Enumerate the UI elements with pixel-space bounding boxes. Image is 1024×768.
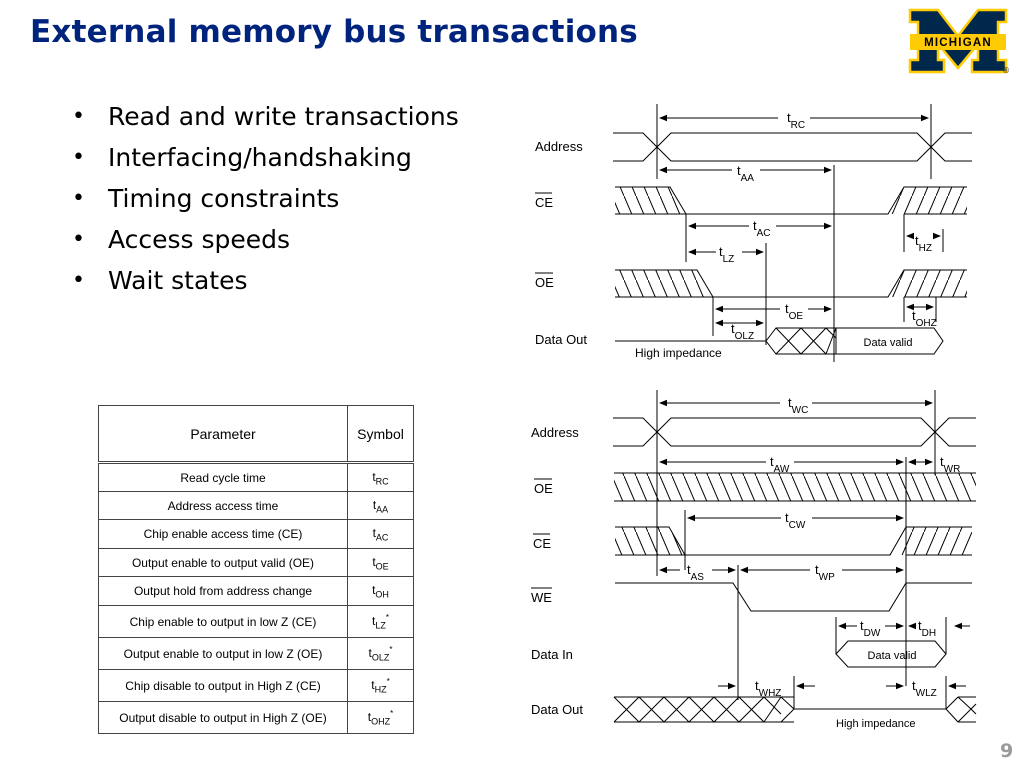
table-row: Address access time tAA: [98, 491, 414, 520]
symbol-cell: tRC: [347, 462, 414, 492]
symbol-cell: tLZ*: [347, 605, 414, 638]
symbol-cell: tOLZ*: [347, 637, 414, 670]
param-cell: Output disable to output in High Z (OE): [98, 701, 348, 734]
svg-text:tOLZ: tOLZ: [731, 321, 754, 342]
timing-tcw: t: [785, 510, 789, 525]
timing-tdh: t: [918, 618, 922, 633]
timing-taa: t: [737, 163, 741, 178]
data-out-waveform: [614, 696, 959, 723]
address-waveform: [613, 417, 976, 447]
signal-label-ce: CE: [533, 536, 551, 551]
timing-parameter-table: Parameter Symbol Read cycle time tRC Add…: [98, 405, 414, 734]
timing-toe: t: [785, 301, 789, 316]
symbol-cell: tAC: [347, 519, 414, 549]
svg-text:tOHZ: tOHZ: [912, 308, 937, 329]
signal-label-oe: OE: [534, 481, 553, 496]
table-row: Output enable to output in low Z (OE) tO…: [98, 637, 414, 670]
table-row: Chip enable to output in low Z (CE) tLZ*: [98, 605, 414, 638]
param-cell: Address access time: [98, 491, 348, 520]
svg-text:tWLZ: tWLZ: [912, 678, 937, 699]
symbol-cell: tOHZ*: [347, 701, 414, 734]
symbol-cell: tAA: [347, 491, 414, 520]
logo-text: MICHIGAN: [924, 37, 992, 49]
svg-text:tWP: tWP: [815, 562, 835, 583]
symbol-cell: tOE: [347, 548, 414, 577]
timing-tlz: t: [719, 244, 723, 259]
signal-label-address: Address: [535, 139, 583, 154]
svg-text:tHZ: tHZ: [915, 233, 932, 254]
table-row: Chip enable access time (CE) tAC: [98, 519, 414, 549]
bullet-item: Interfacing/handshaking: [70, 140, 459, 181]
table-row: Read cycle time tRC: [98, 462, 414, 492]
bullet-item: Read and write transactions: [70, 99, 459, 140]
signal-label-data-out: Data Out: [531, 702, 583, 717]
high-impedance-label: High impedance: [635, 346, 722, 360]
bullet-item: Wait states: [70, 263, 459, 304]
svg-text:tAA: tAA: [737, 163, 754, 184]
param-cell: Chip enable access time (CE): [98, 519, 348, 549]
svg-text:tOE: tOE: [785, 301, 803, 322]
timing-trc: t: [787, 110, 791, 125]
bullet-item: Access speeds: [70, 222, 459, 263]
write-cycle-diagram: Address OE CE WE Data In Data Out Data v…: [531, 390, 977, 730]
timing-twc: t: [788, 395, 792, 410]
param-cell: Output hold from address change: [98, 576, 348, 606]
symbol-cell: tOH: [347, 576, 414, 606]
signal-label-data-in: Data In: [531, 647, 573, 662]
svg-text:tDH: tDH: [918, 618, 936, 639]
timing-twlz: t: [912, 678, 916, 693]
param-cell: Output enable to output valid (OE): [98, 548, 348, 577]
table-row: Output enable to output valid (OE) tOE: [98, 548, 414, 577]
bullet-item: Timing constraints: [70, 181, 459, 222]
param-cell: Chip enable to output in low Z (CE): [98, 605, 348, 638]
slide-title: External memory bus transactions: [30, 14, 638, 50]
svg-text:tAS: tAS: [687, 562, 704, 583]
we-waveform: [615, 582, 972, 612]
timing-tac: t: [753, 218, 757, 233]
table-row: Output hold from address change tOH: [98, 576, 414, 606]
bullet-list: Read and write transactions Interfacing/…: [70, 99, 459, 304]
timing-twr: t: [940, 454, 944, 469]
symbol-cell: tHZ*: [347, 669, 414, 702]
timing-tdw: t: [860, 618, 864, 633]
timing-tas: t: [687, 562, 691, 577]
svg-text:tCW: tCW: [785, 510, 806, 531]
timing-twhz: t: [755, 678, 759, 693]
timing-twp: t: [815, 562, 819, 577]
svg-text:tLZ: tLZ: [719, 244, 734, 265]
svg-text:tAC: tAC: [753, 218, 771, 239]
svg-text:tAW: tAW: [770, 454, 790, 475]
svg-text:tWHZ: tWHZ: [755, 678, 781, 699]
svg-text:tWC: tWC: [788, 395, 808, 416]
param-cell: Read cycle time: [98, 462, 348, 492]
address-waveform: [613, 132, 972, 162]
signal-label-ce: CE: [535, 195, 553, 210]
table-header-parameter: Parameter: [98, 405, 348, 464]
timing-taw: t: [770, 454, 774, 469]
high-impedance-label: High impedance: [836, 718, 916, 730]
timing-thz: t: [915, 233, 919, 248]
registered-mark: ®: [1002, 66, 1010, 75]
table-row: Chip disable to output in High Z (CE) tH…: [98, 669, 414, 702]
signal-label-address: Address: [531, 425, 579, 440]
signal-label-we: WE: [531, 590, 552, 605]
michigan-logo: MICHIGAN: [908, 8, 1008, 74]
page-number: 9: [1000, 740, 1014, 762]
timing-tolz: t: [731, 321, 735, 336]
svg-text:tWR: tWR: [940, 454, 960, 475]
table-header-symbol: Symbol: [347, 405, 414, 464]
table-row: Output disable to output in High Z (OE) …: [98, 701, 414, 734]
data-valid-label: Data valid: [864, 337, 913, 349]
data-valid-label: Data valid: [868, 650, 917, 662]
oe-waveform: [614, 472, 976, 502]
signal-label-data-out: Data Out: [535, 332, 587, 347]
svg-text:tRC: tRC: [787, 110, 805, 131]
signal-label-oe: OE: [535, 275, 554, 290]
read-cycle-diagram: Address CE OE Data Out Data valid High i…: [535, 104, 972, 362]
param-cell: Output enable to output in low Z (OE): [98, 637, 348, 670]
timing-tohz: t: [912, 308, 916, 323]
svg-text:tDW: tDW: [860, 618, 881, 639]
param-cell: Chip disable to output in High Z (CE): [98, 669, 348, 702]
